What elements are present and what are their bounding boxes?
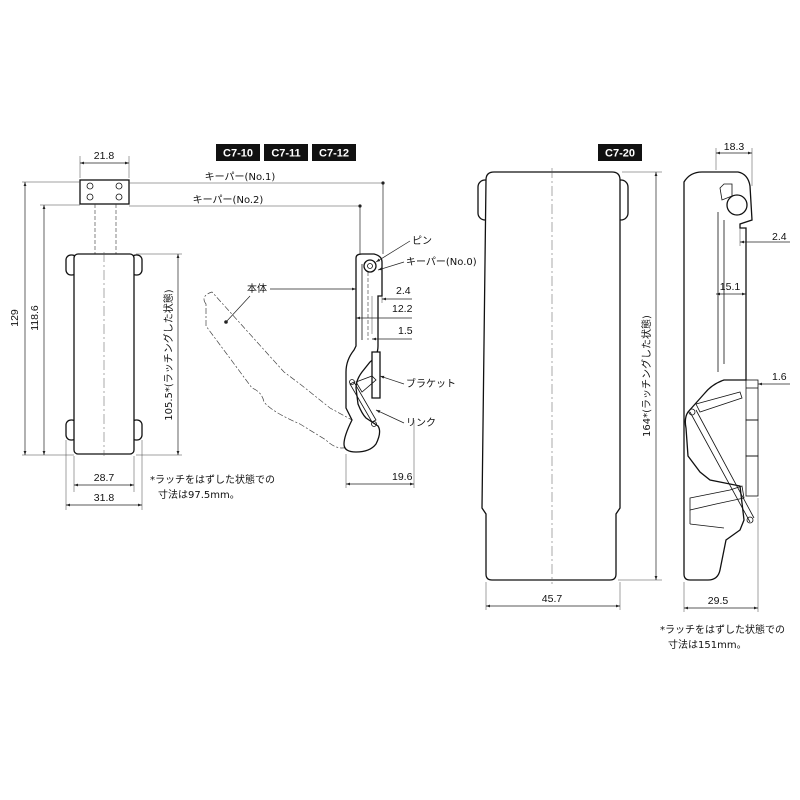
dim-15-1: 15.1 [720,281,741,293]
right-front-view: 164*(ラッチングした状態) 45.7 [477,168,662,610]
keeper-hole [115,182,123,190]
keeper-plate [79,179,130,205]
note-left-line1: *ラッチをはずした状態での [150,473,275,486]
label-keeper-no0: キーパー(No.0) [406,256,477,268]
dim-45-7: 45.7 [542,593,563,605]
note-left-line2: 寸法は97.5mm。 [158,488,240,501]
badge-c7-11: C7-11 [264,144,308,161]
dim-105-5: 105.5*(ラッチングした状態) [162,289,175,421]
dim-1-5: 1.5 [398,325,413,337]
badge-c7-11-text: C7-11 [271,148,300,160]
dim-21-8: 21.8 [94,150,115,162]
note-right-line1: *ラッチをはずした状態での [660,623,785,636]
dim-31-8: 31.8 [94,492,115,504]
badge-c7-20-text: C7-20 [605,148,635,160]
dim-19-6: 19.6 [392,471,413,483]
latch-body-side [343,253,383,453]
unlatched-lever-outline [203,291,356,449]
latch-body-side-large [683,171,753,581]
keeper-hole [86,182,94,190]
pin-circle-large [726,194,748,216]
dim-164: 164*(ラッチングした状態) [640,315,653,437]
keeper-hole [115,193,123,201]
badge-c7-12-text: C7-12 [319,148,349,160]
label-bracket: ブラケット [406,377,456,390]
dim-18-3: 18.3 [724,141,745,153]
dim-2-4-left: 2.4 [396,285,411,297]
label-link: リンク [406,417,436,429]
dim-12-2: 12.2 [392,303,413,315]
label-keeper-no1: キーパー(No.1) [205,171,276,183]
badge-c7-20: C7-20 [598,144,642,161]
dim-2-4-right: 2.4 [772,231,787,243]
dim-129: 129 [9,309,21,327]
keeper-hole [86,193,94,201]
pin-circle [363,259,377,273]
left-side-view: キーパー(No.1) キーパー(No.2) ピン キーパー(No.0) 本体 ブ… [129,171,477,488]
label-body: 本体 [247,282,267,295]
dim-1-6: 1.6 [772,371,787,383]
latch-body-front-large [481,171,621,581]
badge-c7-12: C7-12 [312,144,356,161]
bracket [371,351,381,399]
badge-c7-10: C7-10 [216,144,260,161]
right-side-view: 18.3 2.4 15.1 1.6 29.5 [683,141,790,612]
label-pin: ピン [412,235,432,247]
dim-28-7: 28.7 [94,472,115,484]
left-front-view: 21.8 129 118.6 105.5*(ラッチングした状態) 28.7 31… [9,150,182,510]
dim-118-6: 118.6 [29,305,41,331]
dim-29-5: 29.5 [708,595,729,607]
note-right-line2: 寸法は151mm。 [668,638,747,651]
label-keeper-no2: キーパー(No.2) [193,194,264,206]
link [349,381,377,423]
badge-c7-10-text: C7-10 [223,148,253,160]
